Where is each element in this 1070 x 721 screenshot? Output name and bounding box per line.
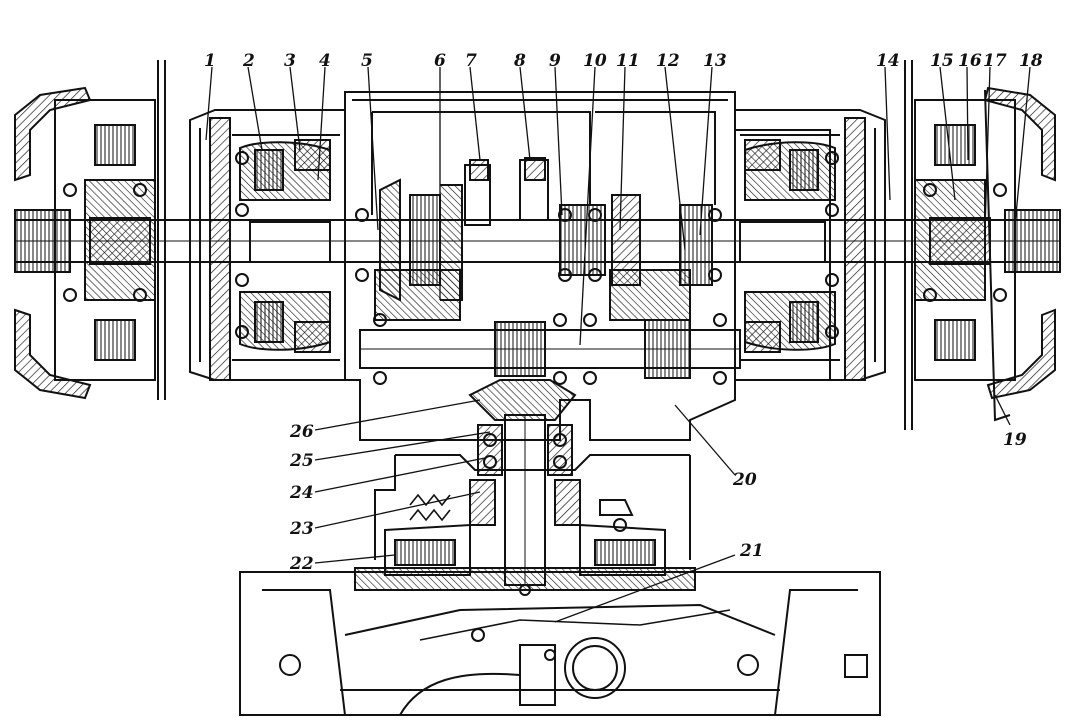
callout-25: 25 [289,451,314,471]
callout-26: 26 [289,422,314,442]
callout-17: 17 [983,51,1007,71]
callout-19: 19 [1003,430,1027,450]
callout-5: 5 [361,51,373,71]
callout-4: 4 [319,51,331,71]
callout-9: 9 [549,51,561,71]
left-wheel-hub [14,60,166,400]
callout-23: 23 [289,519,314,539]
callout-3: 3 [284,51,296,71]
callout-16: 16 [958,51,982,71]
callout-13: 13 [703,51,727,71]
callout-8: 8 [513,51,526,71]
upper-gears [374,157,713,321]
callout-22: 22 [289,554,314,574]
callout-20: 20 [732,470,757,490]
lower-shaft [359,319,741,379]
right-final-drive-housing [734,109,886,381]
callout-15: 15 [930,51,954,71]
main-housing [344,91,831,441]
callout-labels: 1 2 3 4 5 6 7 8 9 10 11 12 13 14 15 16 1… [204,51,1043,574]
left-final-drive-housing [189,109,346,381]
callout-1: 1 [204,51,216,71]
drawing-lines [14,60,1061,716]
callout-2: 2 [242,51,255,71]
bearings [355,208,727,385]
callout-6: 6 [434,51,446,71]
pto-clutch [354,479,696,596]
callout-11: 11 [616,51,640,71]
leader-lines [205,66,1031,623]
callout-18: 18 [1019,51,1043,71]
callout-24: 24 [289,483,314,503]
callout-12: 12 [656,51,680,71]
bevel-drive [374,379,691,586]
base-housing [239,571,881,716]
callout-10: 10 [583,51,607,71]
callout-14: 14 [876,51,900,71]
callout-21: 21 [739,541,764,561]
callout-7: 7 [465,51,477,71]
